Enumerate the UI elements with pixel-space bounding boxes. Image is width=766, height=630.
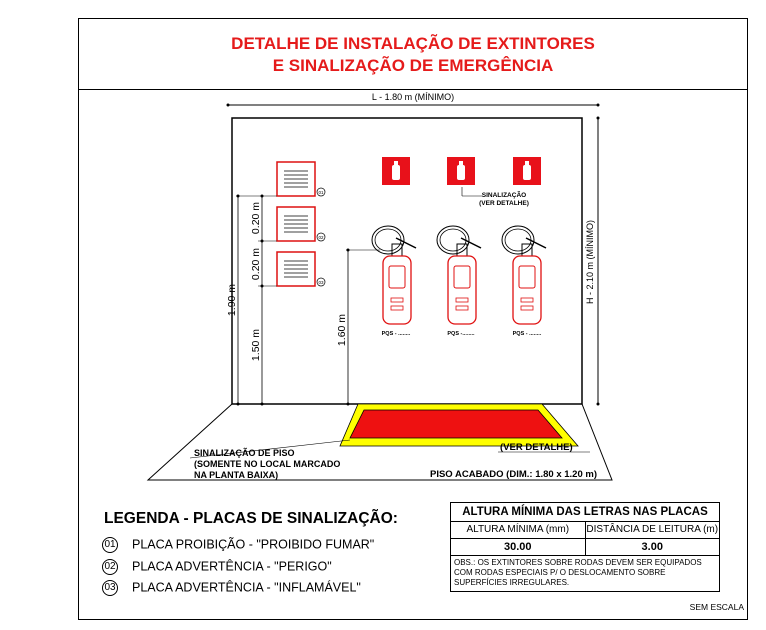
legend-item: 02 PLACA ADVERTÊNCIA - "PERIGO" — [102, 557, 332, 575]
plates-base-label: 1.50 m — [250, 329, 262, 361]
extinguisher-1: PQS - ........ — [371, 225, 417, 337]
title-block: DETALHE DE INSTALAÇÃO DE EXTINTORES E SI… — [78, 18, 748, 90]
floor-detail-label: (VER DETALHE) — [500, 442, 573, 453]
table-row: 30.00 3.00 — [451, 539, 719, 556]
table-cell: 30.00 — [503, 541, 532, 553]
table-header: ALTURA MÍNIMA DAS LETRAS NAS PLACAS — [451, 503, 719, 522]
height-dimension: H - 2.10 m (MÍNIMO) — [585, 116, 600, 406]
legend-num-badge: 01 — [102, 536, 118, 553]
plate-02: 02 — [276, 206, 326, 242]
extinguisher-3: PQS - ........ — [501, 225, 547, 337]
floor-signage-label-1: SINALIZAÇÃO DE PISO — [194, 448, 295, 458]
finished-floor-label: PISO ACABADO (DIM.: 1.80 x 1.20 m) — [430, 469, 597, 480]
letter-height-table: ALTURA MÍNIMA DAS LETRAS NAS PLACAS ALTU… — [450, 502, 720, 592]
plate-03: 03 — [276, 251, 326, 287]
signage-detail-label: (VER DETALHE) — [479, 200, 529, 207]
floor-signage-label-3: NA PLANTA BAIXA) — [194, 470, 278, 480]
width-label: L - 1.80 m (MÍNIMO) — [372, 92, 454, 102]
legend-item: 03 PLACA ADVERTÊNCIA - "INFLAMÁVEL" — [102, 578, 361, 596]
table-column-header: DISTÂNCIA DE LEITURA (m) — [584, 522, 720, 538]
extinguisher-1-label: PQS - ........ — [382, 331, 411, 337]
extinguisher-3-label: PQS - ........ — [513, 331, 542, 337]
table-column-header: ALTURA MÍNIMA (mm) — [466, 524, 570, 535]
legend-label: PLACA ADVERTÊNCIA - "PERIGO" — [132, 559, 332, 574]
legend-num-badge: 02 — [102, 558, 118, 575]
floor-signage-area — [339, 403, 579, 447]
title-line-1: DETALHE DE INSTALAÇÃO DE EXTINTORES — [231, 34, 595, 53]
signage-label: SINALIZAÇÃO — [482, 190, 526, 199]
floor-signage-callout: SINALIZAÇÃO DE PISO (SOMENTE NO LOCAL MA… — [189, 439, 351, 480]
drawing-frame — [78, 18, 748, 620]
scale-note: SEM ESCALA — [689, 602, 744, 612]
extinguisher-2-label: PQS -........ — [447, 331, 475, 337]
table-cell: 3.00 — [584, 539, 720, 555]
legend-label: PLACA ADVERTÊNCIA - "INFLAMÁVEL" — [132, 580, 361, 595]
signage-callout: SINALIZAÇÃO (VER DETALHE) — [461, 187, 529, 207]
plates-total-label: 1.90 m — [226, 284, 238, 316]
floor-detail-callout: (VER DETALHE) — [498, 442, 590, 453]
extinguisher-2: PQS -........ — [436, 225, 482, 337]
plate-marker-03: 03 — [318, 280, 324, 285]
installation-drawing: L - 1.80 m (MÍNIMO) H - 2.10 m (MÍNIMO) … — [146, 92, 613, 481]
height-label: H - 2.10 m (MÍNIMO) — [585, 220, 595, 304]
table-row: ALTURA MÍNIMA (mm) DISTÂNCIA DE LEITURA … — [451, 522, 719, 539]
extinguisher-dimension: 1.60 m — [336, 248, 380, 406]
plates-gap2-label: 0.20 m — [250, 248, 262, 280]
plates-gap1-label: 0.20 m — [250, 202, 262, 234]
title-line-2: E SINALIZAÇÃO DE EMERGÊNCIA — [272, 56, 554, 75]
width-dimension: L - 1.80 m (MÍNIMO) — [226, 92, 600, 107]
floor-signage-label-2: (SOMENTE NO LOCAL MARCADO — [194, 459, 340, 469]
plates-dimension: 1.90 m 1.50 m 0.20 m 0.20 m — [226, 194, 277, 406]
extinguisher-height-label: 1.60 m — [336, 314, 348, 346]
extinguisher-sign-2 — [447, 157, 475, 185]
plate-marker-02: 02 — [318, 235, 324, 240]
legend-num-badge: 03 — [102, 579, 118, 596]
plate-marker-01: 01 — [318, 190, 324, 195]
legend-title: LEGENDA - PLACAS DE SINALIZAÇÃO: — [104, 510, 398, 527]
table-obs-note: OBS.: OS EXTINTORES SOBRE RODAS DEVEM SE… — [454, 558, 702, 587]
extinguisher-sign-1 — [382, 157, 410, 185]
plate-01: 01 — [276, 161, 326, 197]
legend-label: PLACA PROIBIÇÃO - "PROIBIDO FUMAR" — [132, 537, 375, 552]
legend-item: 01 PLACA PROIBIÇÃO - "PROIBIDO FUMAR" — [102, 535, 374, 553]
extinguisher-sign-3 — [513, 157, 541, 185]
